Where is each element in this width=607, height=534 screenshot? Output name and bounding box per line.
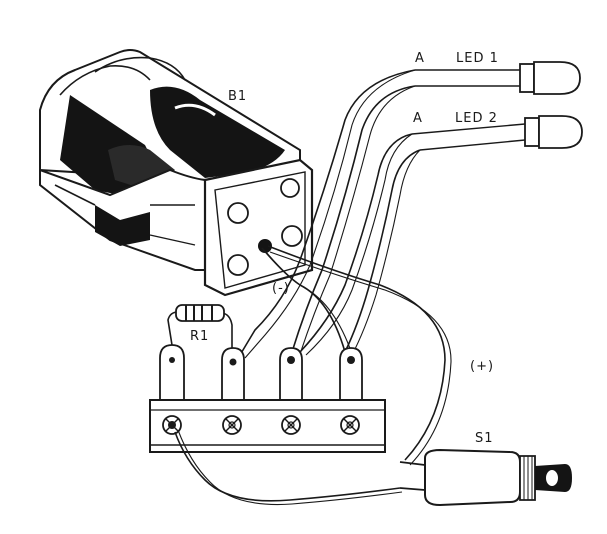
led-2: A LED 2 bbox=[411, 111, 583, 151]
led1-anode-label: A bbox=[415, 51, 425, 66]
minus-label: (-) bbox=[272, 281, 290, 296]
screw-3 bbox=[281, 415, 301, 435]
plus-label: (+) bbox=[470, 359, 494, 374]
resistor-label: R1 bbox=[190, 329, 209, 344]
resistor: R1 bbox=[167, 304, 233, 355]
screw-4 bbox=[340, 415, 360, 435]
switch-label: S1 bbox=[475, 431, 494, 446]
screw-1 bbox=[162, 415, 182, 435]
led2-label: LED 2 bbox=[455, 111, 498, 126]
battery-leads: (-) (+) bbox=[261, 245, 494, 466]
screw-2 bbox=[222, 415, 242, 435]
battery-holder: B1 bbox=[39, 49, 314, 297]
switch-lead bbox=[174, 429, 403, 506]
led-1: A LED 1 bbox=[415, 51, 581, 95]
terminal-strip bbox=[149, 344, 386, 453]
led2-anode-label: A bbox=[413, 111, 423, 126]
battery-label: B1 bbox=[228, 89, 247, 104]
push-switch: S1 bbox=[399, 431, 572, 507]
led1-label: LED 1 bbox=[456, 51, 499, 66]
